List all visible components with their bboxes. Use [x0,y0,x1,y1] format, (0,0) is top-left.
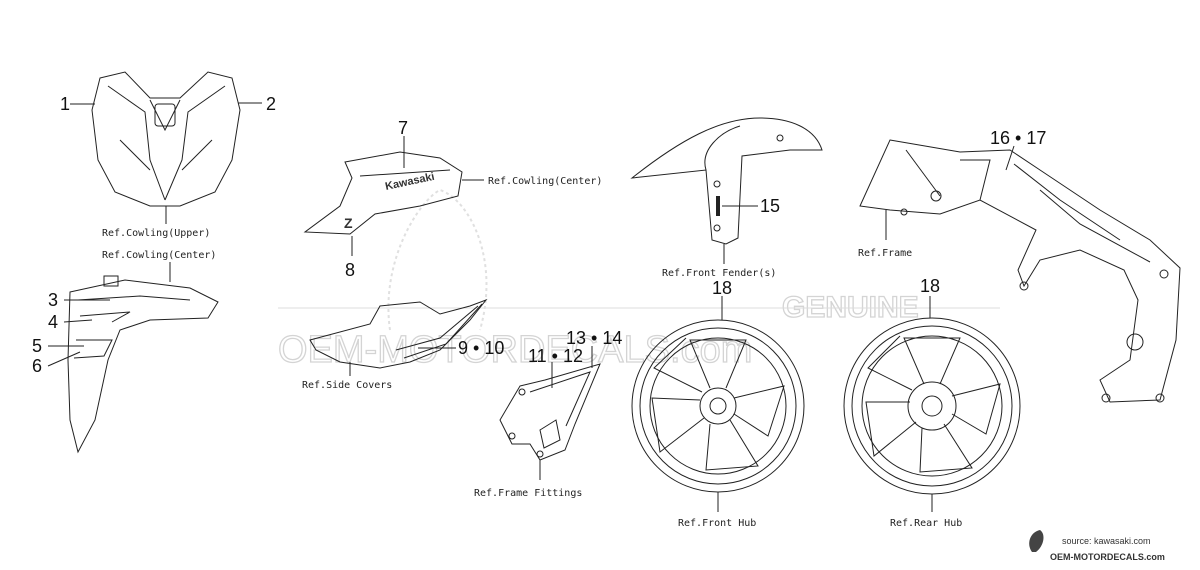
ref-frame: Ref.Frame [858,248,912,259]
ref-cowling-upper: Ref.Cowling(Upper) [102,228,210,239]
rear-wheel-illustration [843,317,1021,495]
side-cowling-decal-illustration: Kawasaki Z [303,151,463,235]
part-number-18-front: 18 [712,278,732,298]
front-fender-illustration [630,117,823,245]
part-number-7: 7 [398,118,408,138]
ref-cowling-center-right: Ref.Cowling(Center) [488,176,602,187]
part-number-3: 3 [48,290,58,310]
ref-front-hub: Ref.Front Hub [678,518,756,529]
z-logo: Z [344,215,353,231]
side-covers-illustration [309,298,488,369]
ref-front-fender: Ref.Front Fender(s) [662,268,776,279]
frame-illustration [859,139,1181,403]
part-number-13-14: 13 • 14 [566,328,622,348]
part-number-4: 4 [48,312,58,332]
upper-cowling-illustration [91,71,241,207]
part-number-16-17: 16 • 17 [990,128,1046,148]
ref-rear-hub: Ref.Rear Hub [890,518,962,529]
part-number-9-10: 9 • 10 [458,338,504,358]
part-number-2: 2 [266,94,276,114]
motorcycle-helmet-icon [1029,530,1044,552]
source-credit: source: kawasaki.com OEM-MOTORDECALS.com [1029,530,1165,562]
frame-fittings-illustration [499,363,601,461]
ref-frame-fittings: Ref.Frame Fittings [474,488,582,499]
part-number-8: 8 [345,260,355,280]
part-number-18-rear: 18 [920,276,940,296]
watermark-site: OEM-MOTORDECALS.com [278,329,752,371]
part-number-5: 5 [32,336,42,356]
ref-side-covers: Ref.Side Covers [302,380,392,391]
part-number-6: 6 [32,356,42,376]
part-number-1: 1 [60,94,70,114]
ref-cowling-center-left: Ref.Cowling(Center) [102,250,216,261]
part-number-11-12: 11 • 12 [528,346,583,366]
center-cowling-illustration [67,275,219,454]
part-number-15: 15 [760,196,780,216]
source-line-2: OEM-MOTORDECALS.com [1050,552,1165,562]
source-line-1: source: kawasaki.com [1062,536,1151,546]
